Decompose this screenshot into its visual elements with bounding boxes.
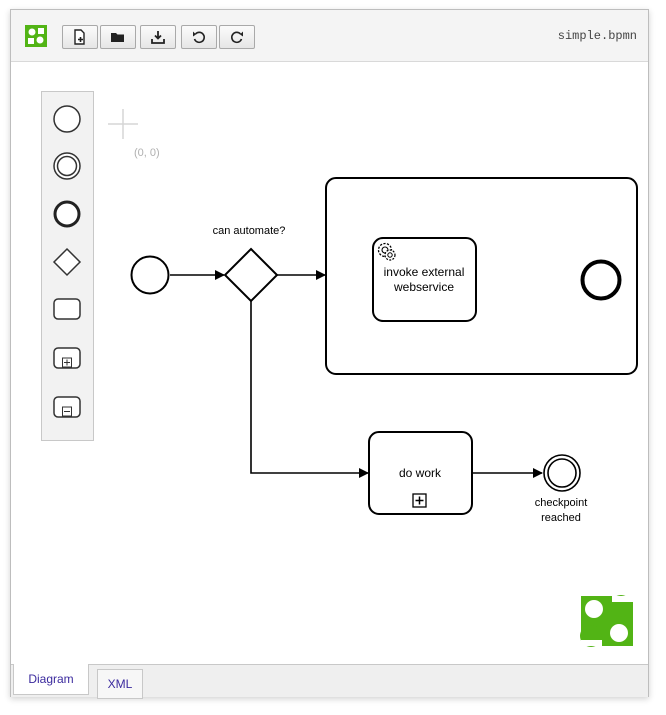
checkpoint-label-line2: reached <box>541 512 581 524</box>
new-file-icon <box>74 29 85 45</box>
bpmn-logo-icon <box>25 25 47 47</box>
gateway-tool[interactable] <box>52 247 82 277</box>
tab-diagram[interactable]: Diagram <box>13 664 89 695</box>
origin-marker: (0, 0) <box>108 109 160 159</box>
checkpoint-intermediate-event[interactable] <box>543 454 581 492</box>
service-task-label-line1: invoke external <box>384 265 465 279</box>
bpmn-io-logo-icon[interactable] <box>580 595 633 647</box>
exclusive-gateway[interactable] <box>223 247 279 303</box>
end-event[interactable] <box>580 259 622 301</box>
task-tool[interactable] <box>53 298 81 320</box>
undo-button[interactable] <box>181 25 217 49</box>
start-event[interactable] <box>130 255 170 295</box>
origin-label: (0, 0) <box>134 147 160 159</box>
redo-icon <box>231 31 243 44</box>
folder-icon <box>111 33 124 42</box>
do-work-subprocess[interactable]: do work <box>368 431 473 515</box>
tool-palette <box>41 91 94 441</box>
toolbar: simple.bpmn <box>11 10 648 62</box>
start-event-tool[interactable] <box>53 105 81 133</box>
download-button[interactable] <box>140 25 176 49</box>
gear-icon <box>377 242 396 261</box>
file-name: simple.bpmn <box>557 29 637 43</box>
expanded-subprocess-tool[interactable] <box>53 396 81 418</box>
intermediate-event-tool[interactable] <box>53 152 81 180</box>
expand-marker-icon[interactable] <box>412 493 427 508</box>
tab-xml[interactable]: XML <box>97 669 143 699</box>
view-tabs: Diagram XML <box>11 664 648 699</box>
collapsed-subprocess-tool[interactable] <box>53 347 81 369</box>
expanded-subprocess[interactable] <box>325 177 638 375</box>
do-work-label: do work <box>399 466 442 480</box>
gateway-label: can automate? <box>213 225 286 237</box>
diagram-canvas[interactable]: (0, 0) can automate? <box>11 62 648 664</box>
editor-window: simple.bpmn <box>10 9 649 699</box>
new-diagram-button[interactable] <box>62 25 98 49</box>
end-event-tool[interactable] <box>53 200 81 228</box>
service-task[interactable]: invoke external webservice <box>372 237 477 322</box>
download-icon <box>151 31 165 44</box>
redo-button[interactable] <box>219 25 255 49</box>
checkpoint-label-line1: checkpoint <box>535 497 588 509</box>
undo-icon <box>193 31 205 44</box>
service-task-label-line2: webservice <box>393 280 454 294</box>
open-diagram-button[interactable] <box>100 25 136 49</box>
flow-gateway-to-do-work[interactable] <box>250 301 369 478</box>
